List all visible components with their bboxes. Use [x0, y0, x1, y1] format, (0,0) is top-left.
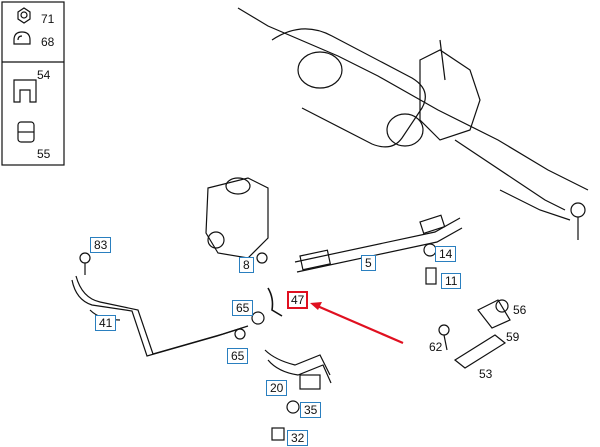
power-steering-pump: [205, 177, 269, 259]
callout-8[interactable]: 8: [239, 257, 254, 273]
pressure-hose-5: [294, 214, 463, 273]
legend-label-55: 55: [37, 147, 51, 161]
callout-41[interactable]: 41: [95, 315, 117, 331]
callout-14[interactable]: 14: [435, 246, 457, 262]
callout-65-upper[interactable]: 65: [232, 300, 254, 316]
label-56: 56: [513, 303, 527, 317]
steering-rack: [237, 7, 589, 240]
hose-20: [264, 349, 332, 390]
hose-47: [267, 287, 283, 317]
label-53: 53: [479, 367, 493, 381]
highlight-arrow: [314, 303, 404, 345]
legend-panel: [1, 1, 65, 166]
callout-11[interactable]: 11: [441, 273, 462, 289]
legend-label-71: 71: [41, 12, 55, 26]
callout-5[interactable]: 5: [361, 255, 376, 271]
bracket-53: [453, 334, 507, 369]
bracket-59: [477, 299, 511, 329]
legend-label-68: 68: [41, 35, 55, 49]
callout-35[interactable]: 35: [300, 402, 322, 418]
legend-label-54: 54: [37, 68, 51, 82]
callout-32[interactable]: 32: [287, 430, 309, 446]
arrow-head: [310, 302, 322, 310]
callout-65-lower[interactable]: 65: [227, 348, 249, 364]
callout-47-highlighted[interactable]: 47: [287, 291, 309, 309]
callout-20[interactable]: 20: [266, 380, 288, 396]
label-62: 62: [429, 340, 443, 354]
label-59: 59: [506, 330, 520, 344]
callout-83[interactable]: 83: [90, 237, 112, 253]
